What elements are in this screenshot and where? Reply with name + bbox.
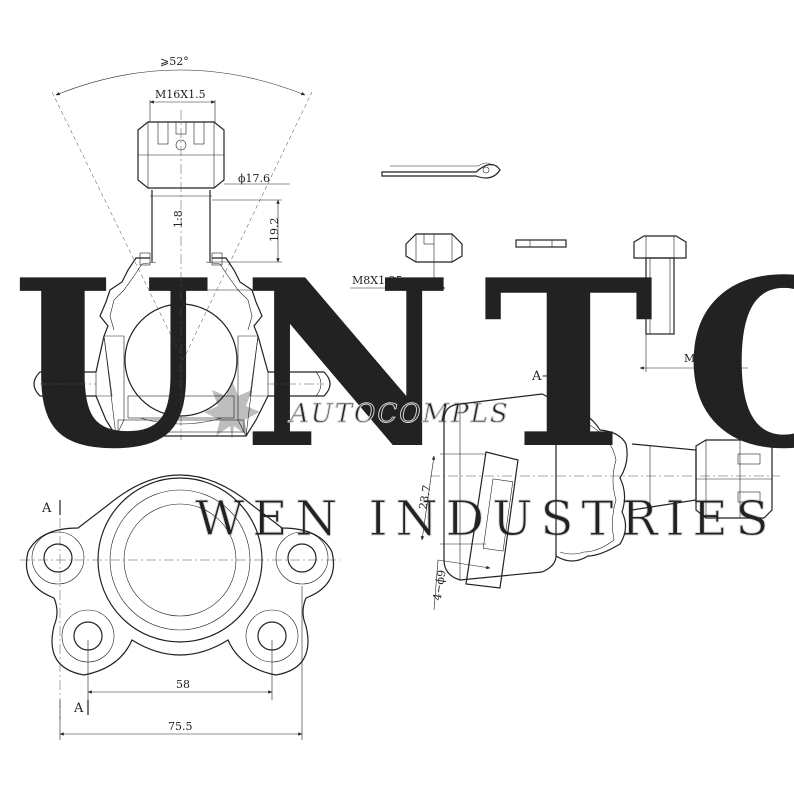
mount-ear-section — [465, 451, 519, 589]
ball-stud: 1:8 — [150, 110, 212, 440]
maple-leaf-icon — [204, 380, 260, 440]
holes-label: 4−ϕ9 — [430, 569, 448, 602]
watermark-company: AUTOCOMPLS — [288, 399, 510, 429]
bolt-thread-label: M8X1.25 — [684, 352, 735, 365]
hex-bolt: M8X1.25 — [633, 235, 748, 372]
height-23-7-dimension: 23.7 — [417, 453, 486, 545]
taper-label: 1:8 — [172, 210, 185, 228]
spacing-58-dimension: 58 — [87, 640, 273, 700]
section-title: A−A — [531, 369, 562, 384]
angle-dimension: ⩾52° — [51, 55, 313, 361]
dia-20-label: ϕ20 — [276, 276, 298, 289]
section-view-a-a: A−A 23.7 — [417, 369, 780, 611]
castle-nut — [137, 121, 225, 189]
svg-text:A: A — [41, 501, 52, 516]
watermark-brand: UNTO — [12, 230, 794, 500]
svg-text:A: A — [73, 701, 84, 716]
housing — [33, 289, 331, 438]
len-19-2-label: 19.2 — [268, 218, 281, 243]
watermark: UNTO AUTOCOMPLS WEN INDUSTRIES — [12, 230, 794, 548]
watermark-sub: WEN INDUSTRIES — [195, 491, 776, 547]
dust-boot — [99, 252, 263, 337]
spacing-58-label: 58 — [176, 678, 190, 691]
stud-thread-label: M16X1.5 — [155, 88, 206, 101]
cotter-pin — [381, 162, 501, 179]
right-dimensions: ϕ17.6 19.2 ϕ20 — [212, 172, 305, 291]
section-mark-bottom: A — [73, 700, 89, 716]
bottom-view: A A 58 75.5 — [20, 474, 340, 740]
holes-dimension: 4−ϕ9 — [430, 559, 491, 611]
mount-hole-top-left — [31, 531, 85, 585]
spacing-75-5-label: 75.5 — [168, 720, 193, 733]
dia-17-6-label: ϕ17.6 — [238, 172, 270, 185]
section-mark-top: A — [41, 500, 61, 516]
height-23-7-label: 23.7 — [417, 484, 434, 510]
hex-nut: M8X1.25 — [350, 233, 463, 290]
front-view: ⩾52° M16X1.5 1:8 — [33, 55, 331, 440]
angle-label: ⩾52° — [160, 55, 189, 68]
washer — [515, 239, 567, 248]
section-castle-nut — [695, 439, 773, 519]
spacing-75-5-dimension: 75.5 — [59, 586, 303, 740]
nut-thread-label: M8X1.25 — [352, 274, 403, 287]
mount-hole-top-right — [275, 531, 329, 585]
stud-thread-dimension: M16X1.5 — [149, 88, 216, 122]
